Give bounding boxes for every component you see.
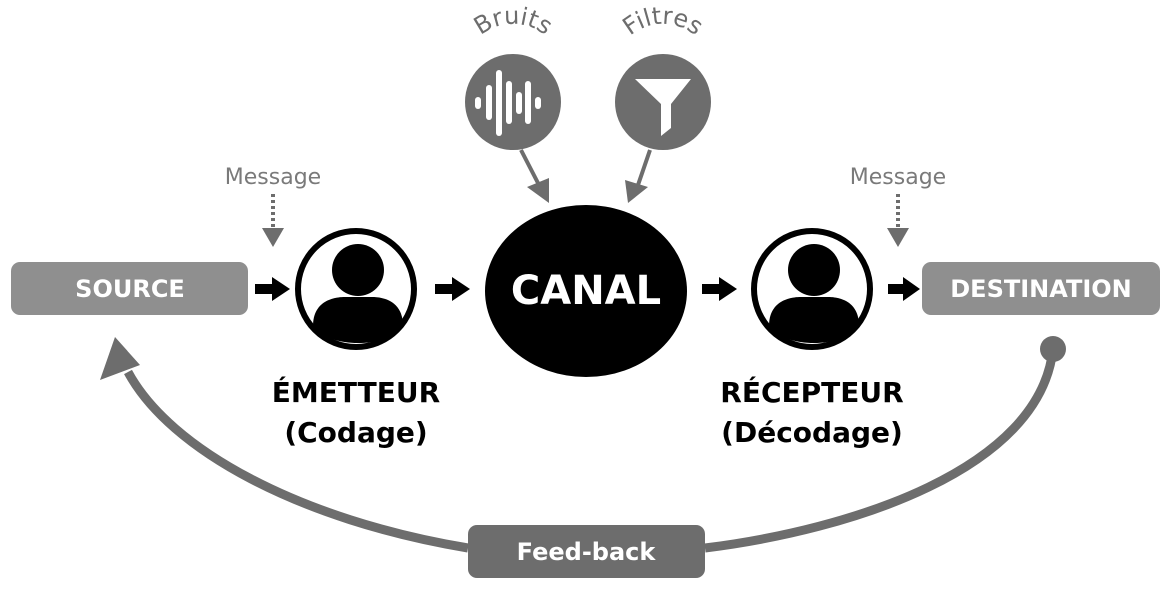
destination-label: DESTINATION (950, 275, 1132, 303)
destination-box: DESTINATION (922, 262, 1160, 315)
message-left-label: Message (225, 165, 321, 190)
arrow-right-icon (255, 277, 290, 301)
receiver: RÉCEPTEUR (Décodage) (720, 228, 904, 449)
arrow-right-icon (702, 277, 737, 301)
emitter-title: ÉMETTEUR (272, 375, 440, 409)
feedback-box: Feed-back (468, 525, 705, 578)
person-icon (295, 228, 417, 350)
noise-label-path: Bruits (469, 2, 558, 41)
source-box: SOURCE (11, 262, 248, 315)
emitter: ÉMETTEUR (Codage) (272, 228, 440, 449)
arrow-down-icon (625, 180, 648, 203)
noise-label: Bruits (469, 2, 558, 41)
arrow-down-icon (527, 178, 549, 203)
message-right-label: Message (850, 165, 946, 190)
arrow-down-icon (262, 228, 284, 247)
emitter-subtitle: (Codage) (284, 416, 427, 449)
funnel-icon (635, 79, 691, 136)
filters-label: Filtres (618, 2, 709, 41)
message-right: Message (850, 165, 946, 247)
feedback-loop (100, 336, 1066, 553)
filters: Filtres (615, 2, 711, 203)
message-left: Message (225, 165, 321, 247)
canal: CANAL (485, 205, 687, 377)
person-icon (751, 228, 873, 350)
flow-arrows (255, 277, 920, 301)
receiver-title: RÉCEPTEUR (720, 375, 903, 409)
receiver-subtitle: (Décodage) (721, 416, 903, 449)
noise: Bruits (465, 2, 561, 203)
feedback-arrowhead-icon (100, 337, 140, 380)
canal-label: CANAL (511, 268, 661, 314)
sound-wave-icon (475, 70, 541, 136)
filters-label-path: Filtres (618, 2, 709, 41)
feedback-start-dot (1040, 336, 1066, 362)
arrow-right-icon (435, 277, 470, 301)
feedback-label: Feed-back (517, 538, 657, 566)
arrow-down-icon (887, 228, 909, 247)
source-label: SOURCE (75, 275, 185, 303)
arrow-right-icon (888, 277, 920, 301)
